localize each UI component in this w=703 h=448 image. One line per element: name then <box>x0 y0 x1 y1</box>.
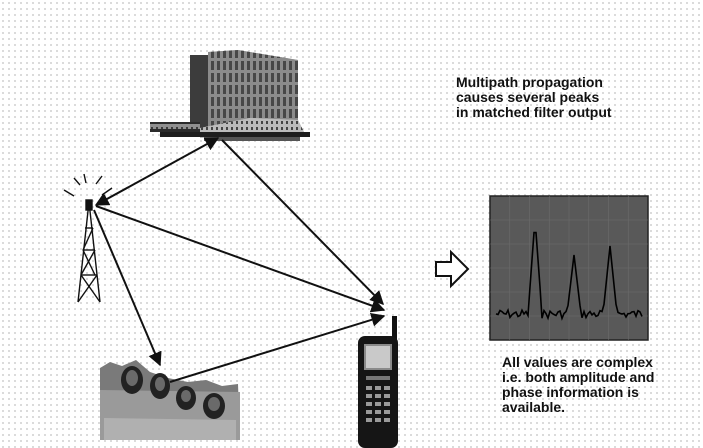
complex-values-caption-line: i.e. both amplitude and <box>502 369 655 385</box>
path-tower-to-mountain <box>93 209 162 367</box>
path-tower-to-phone-direct <box>95 205 386 313</box>
complex-values-caption-line: phase information is <box>502 384 639 400</box>
hollow-arrow-right-icon <box>435 249 470 289</box>
path-building-to-phone <box>221 139 384 305</box>
path-tower-to-building <box>94 137 220 206</box>
mountain-monument-icon <box>100 360 240 440</box>
multipath-caption-line: in matched filter output <box>456 104 612 120</box>
multipath-caption-line: causes several peaks <box>456 89 600 105</box>
propagation-paths <box>93 137 386 383</box>
oscilloscope-screen <box>489 195 649 341</box>
multipath-caption-line: Multipath propagation <box>456 74 603 90</box>
complex-values-caption-line: All values are complex <box>502 354 653 370</box>
radio-tower-icon <box>63 173 113 303</box>
path-mountain-to-phone <box>169 313 386 383</box>
multipath-caption: Multipath propagation causes several pea… <box>456 75 612 120</box>
complex-values-caption-line: available. <box>502 399 566 415</box>
mobile-phone-icon <box>358 316 398 448</box>
office-building-icon <box>150 50 310 141</box>
complex-values-caption: All values are complex i.e. both amplitu… <box>502 355 654 415</box>
matched-filter-output-trace <box>495 231 643 321</box>
